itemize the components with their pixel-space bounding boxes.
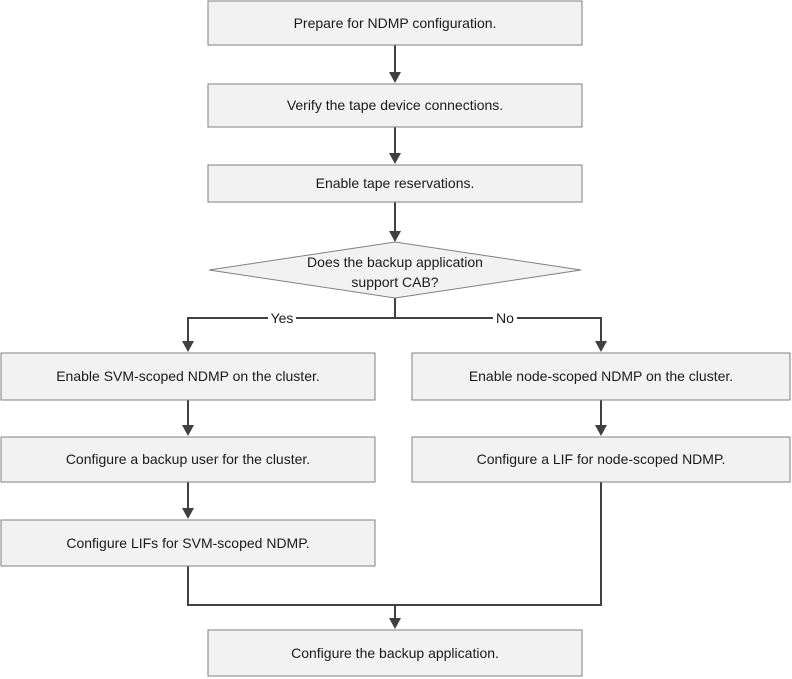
arrowhead-enable-svm (182, 341, 194, 352)
node-verify-label: Verify the tape device connections. (287, 97, 503, 113)
yes-label-bg (268, 310, 296, 326)
node-config-user-label: Configure a backup user for the cluster. (66, 451, 310, 467)
edge-right-merge (395, 482, 602, 606)
node-decision-line2: support CAB? (351, 274, 438, 290)
node-prepare-label: Prepare for NDMP configuration. (294, 15, 497, 31)
arrowhead-config-app (389, 618, 401, 629)
arrowhead-config-user (182, 425, 194, 436)
edge-labels: Yes No (268, 310, 517, 326)
edge-no-branch (395, 317, 602, 341)
node-enable-svm: Enable SVM-scoped NDMP on the cluster. (0, 352, 376, 401)
arrowhead-config-lifs (182, 508, 194, 519)
arrowhead-decision (389, 231, 401, 242)
node-config-app: Configure the backup application. (207, 629, 583, 677)
node-config-user: Configure a backup user for the cluster. (0, 436, 376, 483)
node-enable-tape-label: Enable tape reservations. (316, 175, 475, 191)
node-config-lif-node: Configure a LIF for node-scoped NDMP. (411, 436, 791, 483)
node-verify: Verify the tape device connections. (207, 83, 583, 128)
arrowhead-enable-tape (389, 153, 401, 164)
no-label-bg (493, 310, 517, 326)
edge-yes-branch (187, 317, 395, 341)
node-enable-node-label: Enable node-scoped NDMP on the cluster. (469, 368, 733, 384)
arrowhead-config-lif-node (595, 425, 607, 436)
node-enable-tape: Enable tape reservations. (207, 164, 583, 203)
node-decision: Does the backup application support CAB? (208, 241, 582, 299)
node-config-app-label: Configure the backup application. (291, 645, 499, 661)
arrowhead-verify (389, 72, 401, 83)
no-label: No (496, 310, 514, 326)
node-config-lif-node-label: Configure a LIF for node-scoped NDMP. (477, 451, 726, 467)
yes-label: Yes (271, 310, 294, 326)
node-config-lifs-label: Configure LIFs for SVM-scoped NDMP. (66, 535, 309, 551)
node-config-lifs: Configure LIFs for SVM-scoped NDMP. (0, 519, 376, 567)
connectors (182, 45, 607, 629)
edge-left-merge (187, 566, 395, 606)
arrowhead-enable-node (595, 341, 607, 352)
node-prepare: Prepare for NDMP configuration. (207, 0, 583, 46)
node-decision-line1: Does the backup application (307, 254, 483, 270)
node-enable-svm-label: Enable SVM-scoped NDMP on the cluster. (56, 368, 320, 384)
node-enable-node: Enable node-scoped NDMP on the cluster. (411, 352, 791, 401)
